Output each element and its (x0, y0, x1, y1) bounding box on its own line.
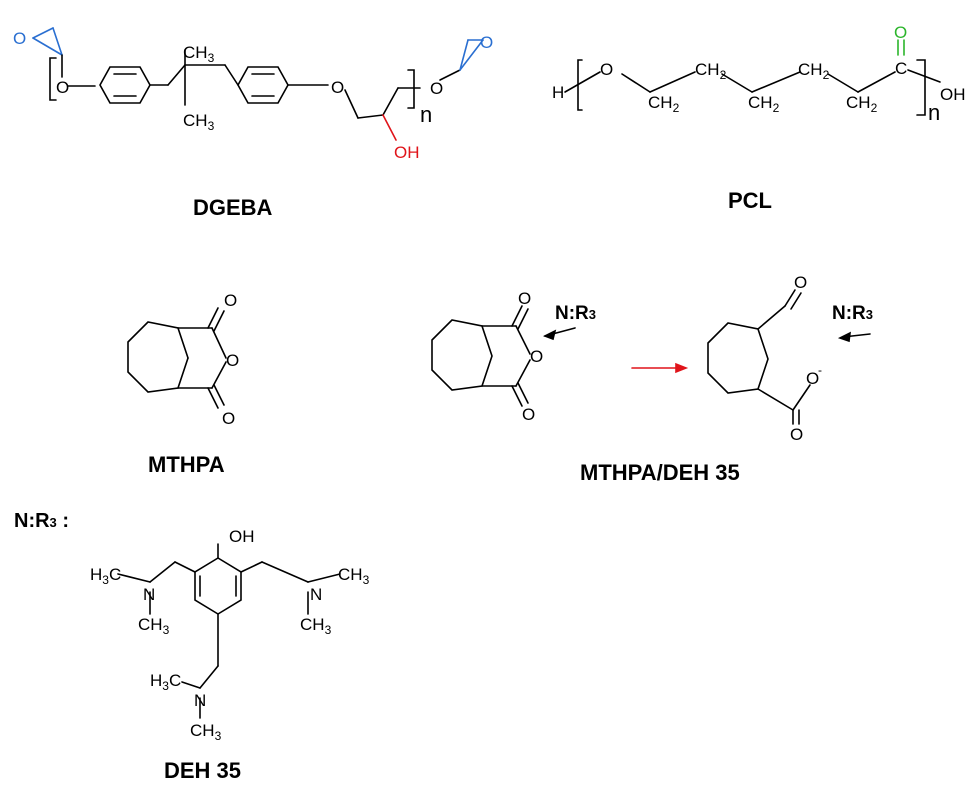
left-epoxide-ring (32, 27, 63, 56)
caption-mthpa-deh35: MTHPA/DEH 35 (580, 460, 740, 485)
deh-n-right: N (310, 585, 322, 604)
pcl-ch2-2: CH2 (695, 60, 727, 82)
deh-n-left: N (143, 585, 155, 604)
pcl-ch2-3: CH2 (748, 93, 780, 115)
nr3-label-left: N:R3 (555, 303, 597, 324)
product-aldehyde-o: O (794, 273, 807, 292)
anhydride-o-top: O (518, 289, 531, 308)
product-carboxyl-o: O (790, 425, 803, 444)
deh-ch3-bottom: CH3 (190, 721, 222, 743)
caption-dgeba: DGEBA (193, 195, 273, 220)
anhydride-o-ring: O (530, 347, 543, 366)
deh35-structure (117, 543, 341, 719)
reaction-arrow[interactable] (631, 362, 689, 374)
dgeba-ether-o-end: O (430, 79, 443, 98)
pcl-repeat-n: n (928, 100, 940, 125)
dgeba-ether-o-left: O (56, 78, 69, 97)
deh-ch3-left: CH3 (138, 615, 170, 637)
deh-h3c-bottom: H3C (150, 671, 181, 693)
anhydride-o-bottom: O (522, 405, 535, 424)
dgeba-ch3-bottom: CH3 (183, 111, 215, 133)
dgeba-epoxide-o-right: O (480, 33, 493, 52)
pcl-oh-end: OH (940, 85, 966, 104)
pcl-ch2-4: CH2 (798, 60, 830, 82)
product-structure (707, 289, 871, 425)
pcl-structure (564, 39, 941, 116)
dgeba-structure (32, 27, 484, 141)
mthpa-o-top: O (224, 291, 237, 310)
dgeba-ether-o-right: O (331, 78, 344, 97)
pcl-ch2-5: CH2 (846, 93, 878, 115)
mthpa-structure (127, 307, 227, 409)
deh-ch3-right-top: CH3 (338, 565, 370, 587)
mthpa-o-bottom: O (222, 409, 235, 428)
dgeba-repeat-n: n (420, 102, 432, 127)
mthpa-deh-anhydride (431, 305, 576, 407)
pcl-ester-o: O (600, 60, 613, 79)
deh-h3c-left: H3C (90, 565, 121, 587)
pcl-carbonyl-c: C (895, 59, 907, 78)
right-epoxide-ring (459, 39, 484, 71)
product-negative-charge: - (818, 363, 822, 377)
deh-n-bottom: N (194, 691, 206, 710)
deh-phenol-oh: OH (229, 527, 255, 546)
dgeba-epoxide-o-left: O (13, 29, 26, 48)
caption-deh35: DEH 35 (164, 758, 242, 783)
pcl-ch2-1: CH2 (648, 93, 680, 115)
pcl-carbonyl-o: O (894, 23, 907, 42)
nr3-label-right: N:R3 (832, 303, 874, 324)
nr3-header-label: N:R3 : (14, 510, 69, 532)
deh-ch3-right-bottom: CH3 (300, 615, 332, 637)
caption-mthpa: MTHPA (148, 452, 225, 477)
dgeba-hydroxyl: OH (394, 143, 420, 162)
mthpa-o-ring: O (226, 351, 239, 370)
pcl-h-end: H (552, 83, 564, 102)
caption-pcl: PCL (728, 188, 772, 213)
dgeba-ch3-top: CH3 (183, 43, 215, 65)
product-carboxylate-o: O (806, 369, 819, 388)
